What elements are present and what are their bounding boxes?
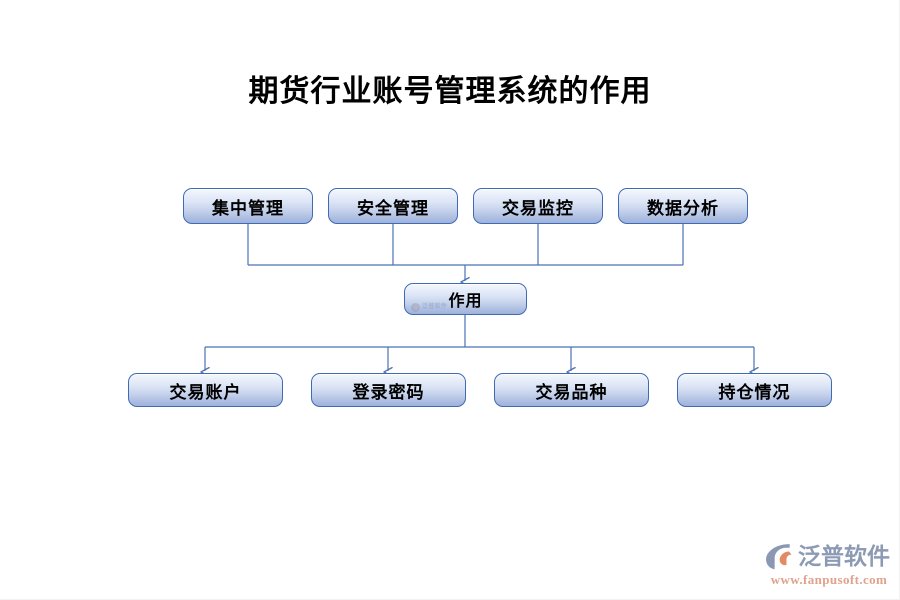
brand-logo-row: 泛普软件	[764, 540, 894, 573]
node-top-2[interactable]: 安全管理	[328, 188, 458, 224]
node-bottom-3[interactable]: 交易品种	[494, 373, 649, 407]
fanpu-logo-icon	[766, 544, 792, 570]
node-label: 作用	[448, 293, 483, 310]
node-top-3[interactable]: 交易监控	[473, 188, 603, 224]
node-label: 持仓情况	[718, 382, 791, 402]
node-label: 交易品种	[535, 382, 608, 402]
node-label: 数据分析	[647, 198, 719, 218]
node-label: 安全管理	[357, 198, 429, 218]
node-top-4[interactable]: 数据分析	[618, 188, 748, 224]
brand-name: 泛普软件	[798, 543, 890, 569]
node-bottom-2[interactable]: 登录密码	[311, 373, 466, 407]
node-label: 交易监控	[502, 198, 574, 218]
page-title: 期货行业账号管理系统的作用	[248, 75, 652, 108]
watermark-label: 泛普软件	[422, 304, 448, 310]
node-label: 集中管理	[212, 198, 284, 218]
node-bottom-1[interactable]: 交易账户	[128, 373, 283, 407]
node-watermark: 泛普软件	[411, 303, 447, 312]
node-center-role[interactable]: 作用 泛普软件	[404, 283, 527, 315]
brand-logo: 泛普软件 www.fanpusoft.com	[764, 540, 894, 592]
node-bottom-4[interactable]: 持仓情况	[677, 373, 832, 407]
node-label: 登录密码	[352, 382, 425, 402]
watermark-logo-icon	[411, 303, 420, 312]
node-top-1[interactable]: 集中管理	[183, 188, 313, 224]
brand-url: www.fanpusoft.com	[770, 572, 888, 587]
node-label: 交易账户	[169, 382, 242, 402]
